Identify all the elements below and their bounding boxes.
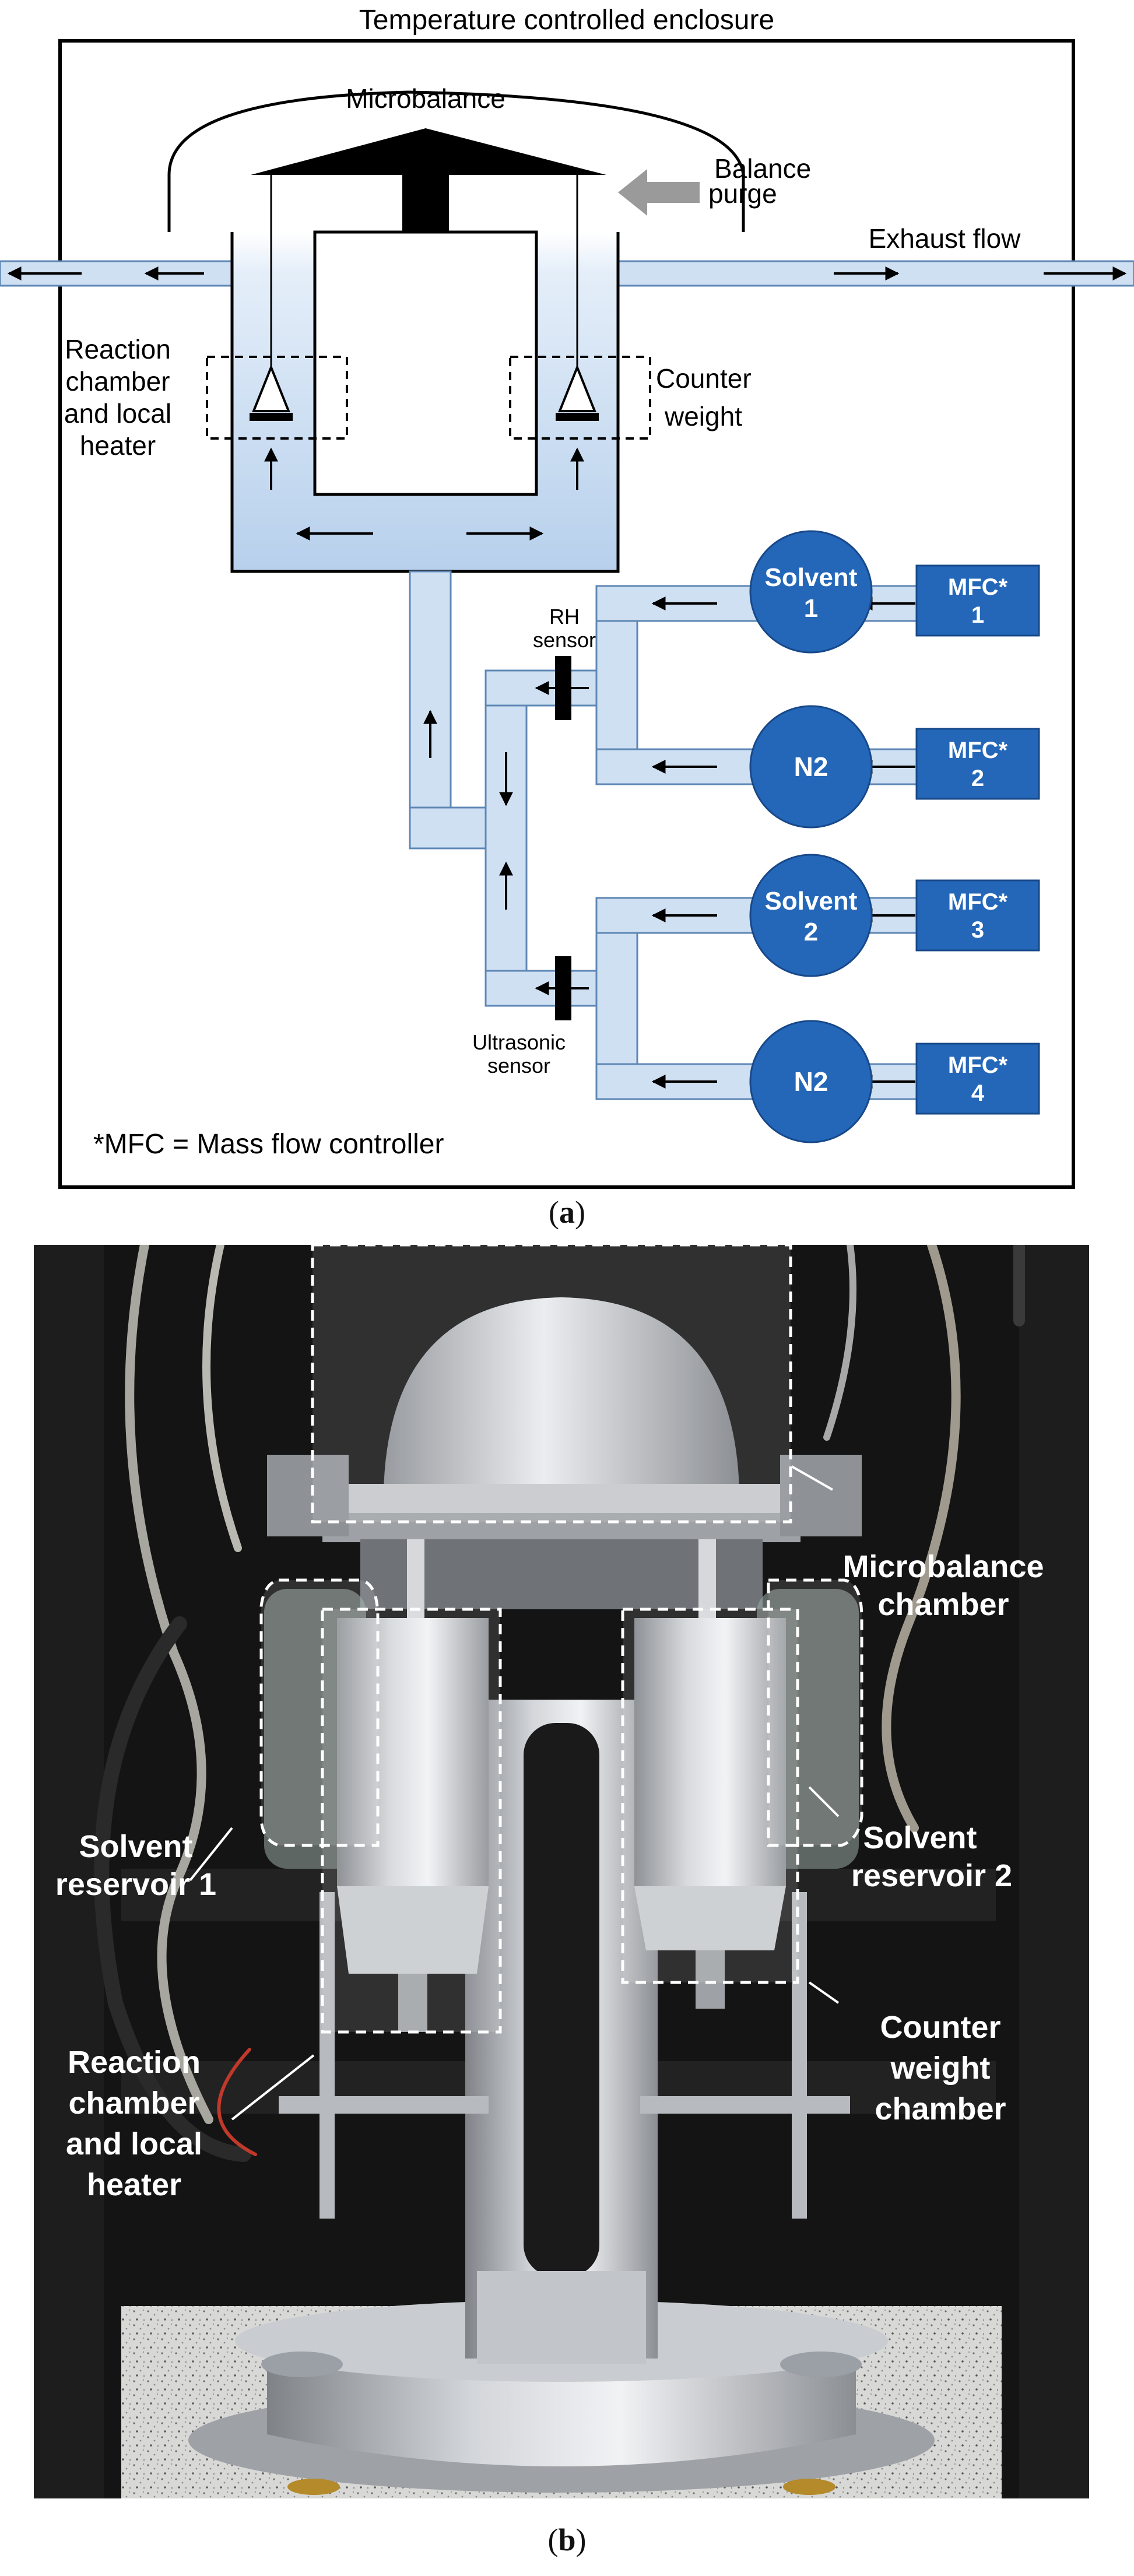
- photo-panel: Microbalance chamber Solvent reservoir 1…: [34, 1245, 1089, 2498]
- counter-weight-label-2: weight: [664, 401, 742, 431]
- enclosure-title: Temperature controlled enclosure: [359, 5, 774, 36]
- reservoir-1-highlight: [259, 1578, 380, 1847]
- exhaust-flow-label: Exhaust flow: [869, 223, 1021, 254]
- reaction-chamber-box: [206, 356, 348, 440]
- counter-weight-photo: [634, 1618, 786, 2009]
- reaction-chamber-label-1: Reaction: [65, 334, 171, 364]
- sample-pan-left: [252, 364, 290, 412]
- reaction-chamber-photo-label-2: chamber: [68, 2086, 199, 2121]
- cables: [94, 1245, 1025, 2162]
- counter-weight-highlight: [621, 1608, 799, 1984]
- reaction-chamber-photo-label-1: Reaction: [68, 2045, 201, 2080]
- solvent-reservoir-2-label-1: Solvent: [863, 1820, 977, 1855]
- svg-text:Solvent: Solvent: [765, 887, 858, 915]
- microbalance-highlight: [311, 1245, 792, 1524]
- balance-dome: [167, 90, 745, 232]
- balance-purge-arrow: [618, 169, 700, 216]
- reaction-chamber-label-2: chamber: [66, 366, 170, 396]
- reaction-chamber-photo-label-4: heater: [87, 2167, 181, 2202]
- svg-text:3: 3: [971, 917, 984, 943]
- ultrasonic-sensor-label-2: sensor: [487, 1054, 550, 1078]
- counter-weight-box: [509, 356, 651, 440]
- reaction-chamber-photo-label-3: and local: [66, 2126, 202, 2161]
- n2-node-2: N2: [749, 1020, 873, 1143]
- reaction-chamber-label-3: and local: [64, 398, 171, 429]
- n2-node-1: N2: [749, 705, 873, 829]
- ultrasonic-sensor-label-1: Ultrasonic: [472, 1030, 566, 1054]
- counter-weight-chamber-label-3: chamber: [875, 2091, 1006, 2126]
- exhaust-pipe-left: [0, 260, 233, 287]
- solvent-reservoir-1-label-2: reservoir 1: [55, 1867, 216, 1902]
- reaction-chamber-photo: [337, 1618, 489, 2032]
- solvent-2-node: Solvent 2: [749, 854, 873, 977]
- solvent-reservoir-1-label-1: Solvent: [79, 1829, 192, 1864]
- mfc-4-box: MFC* 4: [915, 1043, 1040, 1115]
- reaction-chamber-highlight: [321, 1608, 502, 2034]
- mfc-1-box: MFC* 1: [915, 564, 1040, 637]
- svg-text:1: 1: [804, 594, 818, 623]
- exhaust-pipe-right: [617, 260, 1134, 287]
- counter-weight-chamber-label-2: weight: [890, 2051, 991, 2086]
- solvent-reservoir-2-label-2: reservoir 2: [851, 1858, 1012, 1893]
- svg-text:MFC*: MFC*: [948, 738, 1008, 763]
- microbalance-beam: [251, 128, 606, 175]
- rh-sensor-label-1: RH: [549, 605, 580, 629]
- microbalance-chamber-label-2: chamber: [877, 1587, 1009, 1622]
- caption-a: (a): [549, 1195, 585, 1230]
- gas-lines: [409, 570, 922, 1100]
- inner-block: [313, 230, 538, 496]
- svg-text:MFC*: MFC*: [948, 889, 1008, 915]
- svg-text:2: 2: [804, 918, 818, 946]
- microbalance-chamber-label-1: Microbalance: [842, 1549, 1044, 1584]
- mfc-3-box: MFC* 3: [915, 879, 1040, 952]
- svg-text:MFC*: MFC*: [948, 1052, 1008, 1078]
- reservoir-2-highlight: [767, 1578, 863, 1847]
- svg-text:MFC*: MFC*: [948, 574, 1008, 600]
- svg-text:N2: N2: [794, 1066, 828, 1097]
- svg-text:2: 2: [971, 766, 984, 791]
- balance-purge-label-1: Balance: [714, 153, 811, 184]
- balance-purge-label-2: purge: [708, 178, 777, 209]
- svg-text:Solvent: Solvent: [765, 563, 858, 592]
- schematic-diagram: Temperature controlled enclosure Exhaust…: [0, 5, 1134, 1189]
- svg-text:4: 4: [971, 1080, 985, 1106]
- rh-sensor-label-2: sensor: [533, 628, 596, 652]
- ultrasonic-sensor: [555, 956, 571, 1020]
- svg-text:1: 1: [971, 602, 984, 628]
- enclosure-box: [58, 39, 1075, 1189]
- counter-weight-label-1: Counter: [656, 363, 752, 394]
- svg-text:N2: N2: [794, 752, 828, 782]
- rh-sensor: [555, 656, 571, 720]
- reaction-chamber-label-4: heater: [80, 430, 156, 461]
- mfc-2-box: MFC* 2: [915, 728, 1040, 800]
- counter-weight-chamber-label-1: Counter: [880, 2010, 1001, 2045]
- solvent-1-node: Solvent 1: [749, 530, 873, 654]
- microbalance-label: Microbalance: [346, 83, 505, 114]
- counterweight-pan: [558, 364, 596, 412]
- caption-b: (b): [547, 2522, 587, 2557]
- mfc-footnote: *MFC = Mass flow controller: [93, 1129, 444, 1160]
